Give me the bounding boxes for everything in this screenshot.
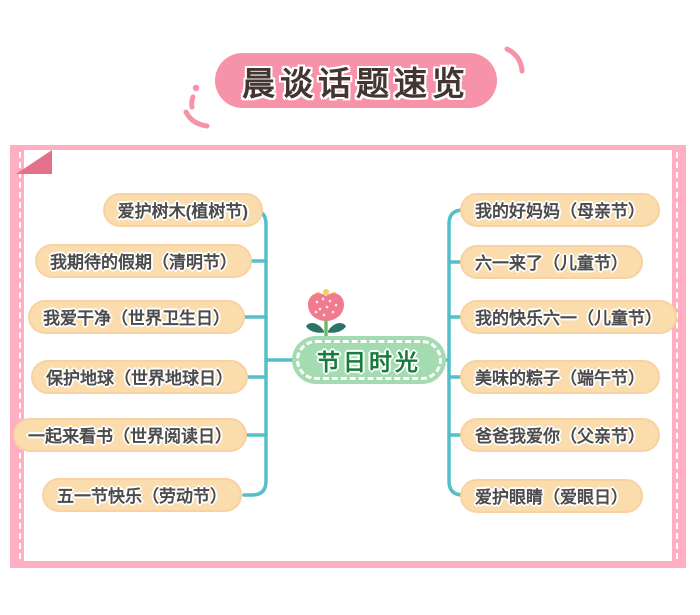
- topic-node-earth-day: 保护地球（世界地球日）: [31, 360, 248, 394]
- topic-node-health-day: 我爱干净（世界卫生日）: [28, 300, 245, 334]
- page-title: 晨谈话题速览: [242, 64, 470, 102]
- decor-dot: [192, 84, 200, 92]
- topic-node-labor-day: 五一节快乐（劳动节）: [42, 478, 242, 512]
- topic-node-qingming: 我期待的假期（清明节）: [35, 244, 252, 278]
- topic-node-childrens-day-2: 我的快乐六一（儿童节）: [460, 300, 677, 334]
- decor-left-arc: [183, 109, 210, 129]
- topic-node-mothers-day: 我的好妈妈（母亲节）: [460, 193, 660, 227]
- topic-node-fathers-day: 爸爸我爱你（父亲节）: [460, 418, 660, 452]
- decor-right-arc: [504, 46, 525, 74]
- central-topic-node: 节日时光: [296, 340, 442, 380]
- topic-node-dragon-boat: 美味的粽子（端午节）: [460, 360, 660, 394]
- frame-inner-dashed-line-left: [19, 152, 21, 559]
- topic-node-childrens-day-1: 六一来了（儿童节）: [460, 245, 643, 279]
- topic-node-eye-care-day: 爱护眼睛（爱眼日）: [460, 479, 643, 513]
- topic-node-arbor-day: 爱护树木(植树节): [102, 193, 263, 227]
- decor-small-dash: [189, 94, 196, 110]
- frame-inner-dashed-line-right: [676, 152, 678, 559]
- tulip-flower-icon: [306, 289, 346, 338]
- page-title-pill: 晨谈话题速览: [215, 53, 497, 108]
- central-topic-label: 节日时光: [317, 349, 421, 375]
- topic-node-reading-day: 一起来看书（世界阅读日）: [13, 418, 247, 452]
